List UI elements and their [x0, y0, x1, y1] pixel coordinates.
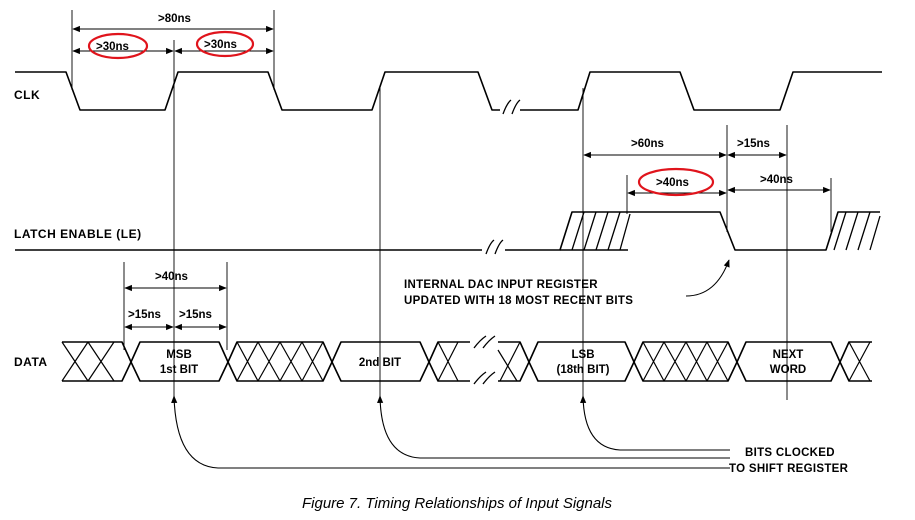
- label-60ns: >60ns: [631, 138, 664, 150]
- label-15ns-b: >15ns: [179, 309, 212, 321]
- word-1st-bit: 1st BIT: [160, 364, 198, 376]
- highlight-30ns-b: [195, 30, 255, 58]
- word-next: NEXT: [773, 349, 804, 361]
- word-msb: MSB: [166, 349, 192, 361]
- word-lsb: LSB: [572, 349, 595, 361]
- label-40ns-b: >40ns: [760, 174, 793, 186]
- word-word: WORD: [770, 364, 806, 376]
- label-40ns-data: >40ns: [155, 271, 188, 283]
- clk-label: CLK: [14, 88, 40, 102]
- clock-arrow-lsb: [580, 395, 730, 451]
- clock-arrow-msb: [171, 395, 730, 469]
- latch-enable-label: LATCH ENABLE (LE): [14, 227, 142, 241]
- label-15ns-a: >15ns: [128, 309, 161, 321]
- label-40ns-le: >40ns: [656, 177, 689, 189]
- label-15ns-le: >15ns: [737, 138, 770, 150]
- highlight-30ns-a: [87, 32, 149, 60]
- label-30ns-b: >30ns: [204, 39, 237, 51]
- word-2nd-bit: 2nd BIT: [359, 357, 401, 369]
- clock-arrow-2nd: [377, 395, 730, 459]
- label-80ns: >80ns: [158, 13, 191, 25]
- data-waveform: [61, 335, 872, 385]
- note-dac-line1: INTERNAL DAC INPUT REGISTER: [404, 279, 598, 291]
- figure-caption: Figure 7. Timing Relationships of Input …: [302, 495, 613, 512]
- note-dac-line2: UPDATED WITH 18 MOST RECENT BITS: [404, 295, 633, 307]
- word-18th-bit: (18th BIT): [556, 364, 609, 376]
- label-30ns-a: >30ns: [96, 41, 129, 53]
- data-label: DATA: [14, 355, 48, 369]
- highlight-40ns: [637, 167, 715, 197]
- dac-update-arrow: [685, 259, 730, 297]
- note-clocked-line2: TO SHIFT REGISTER: [729, 463, 849, 475]
- latch-enable-waveform: [15, 211, 881, 255]
- clk-waveform: [15, 71, 882, 115]
- reference-lines: [71, 10, 832, 400]
- note-clocked-line1: BITS CLOCKED: [745, 447, 835, 459]
